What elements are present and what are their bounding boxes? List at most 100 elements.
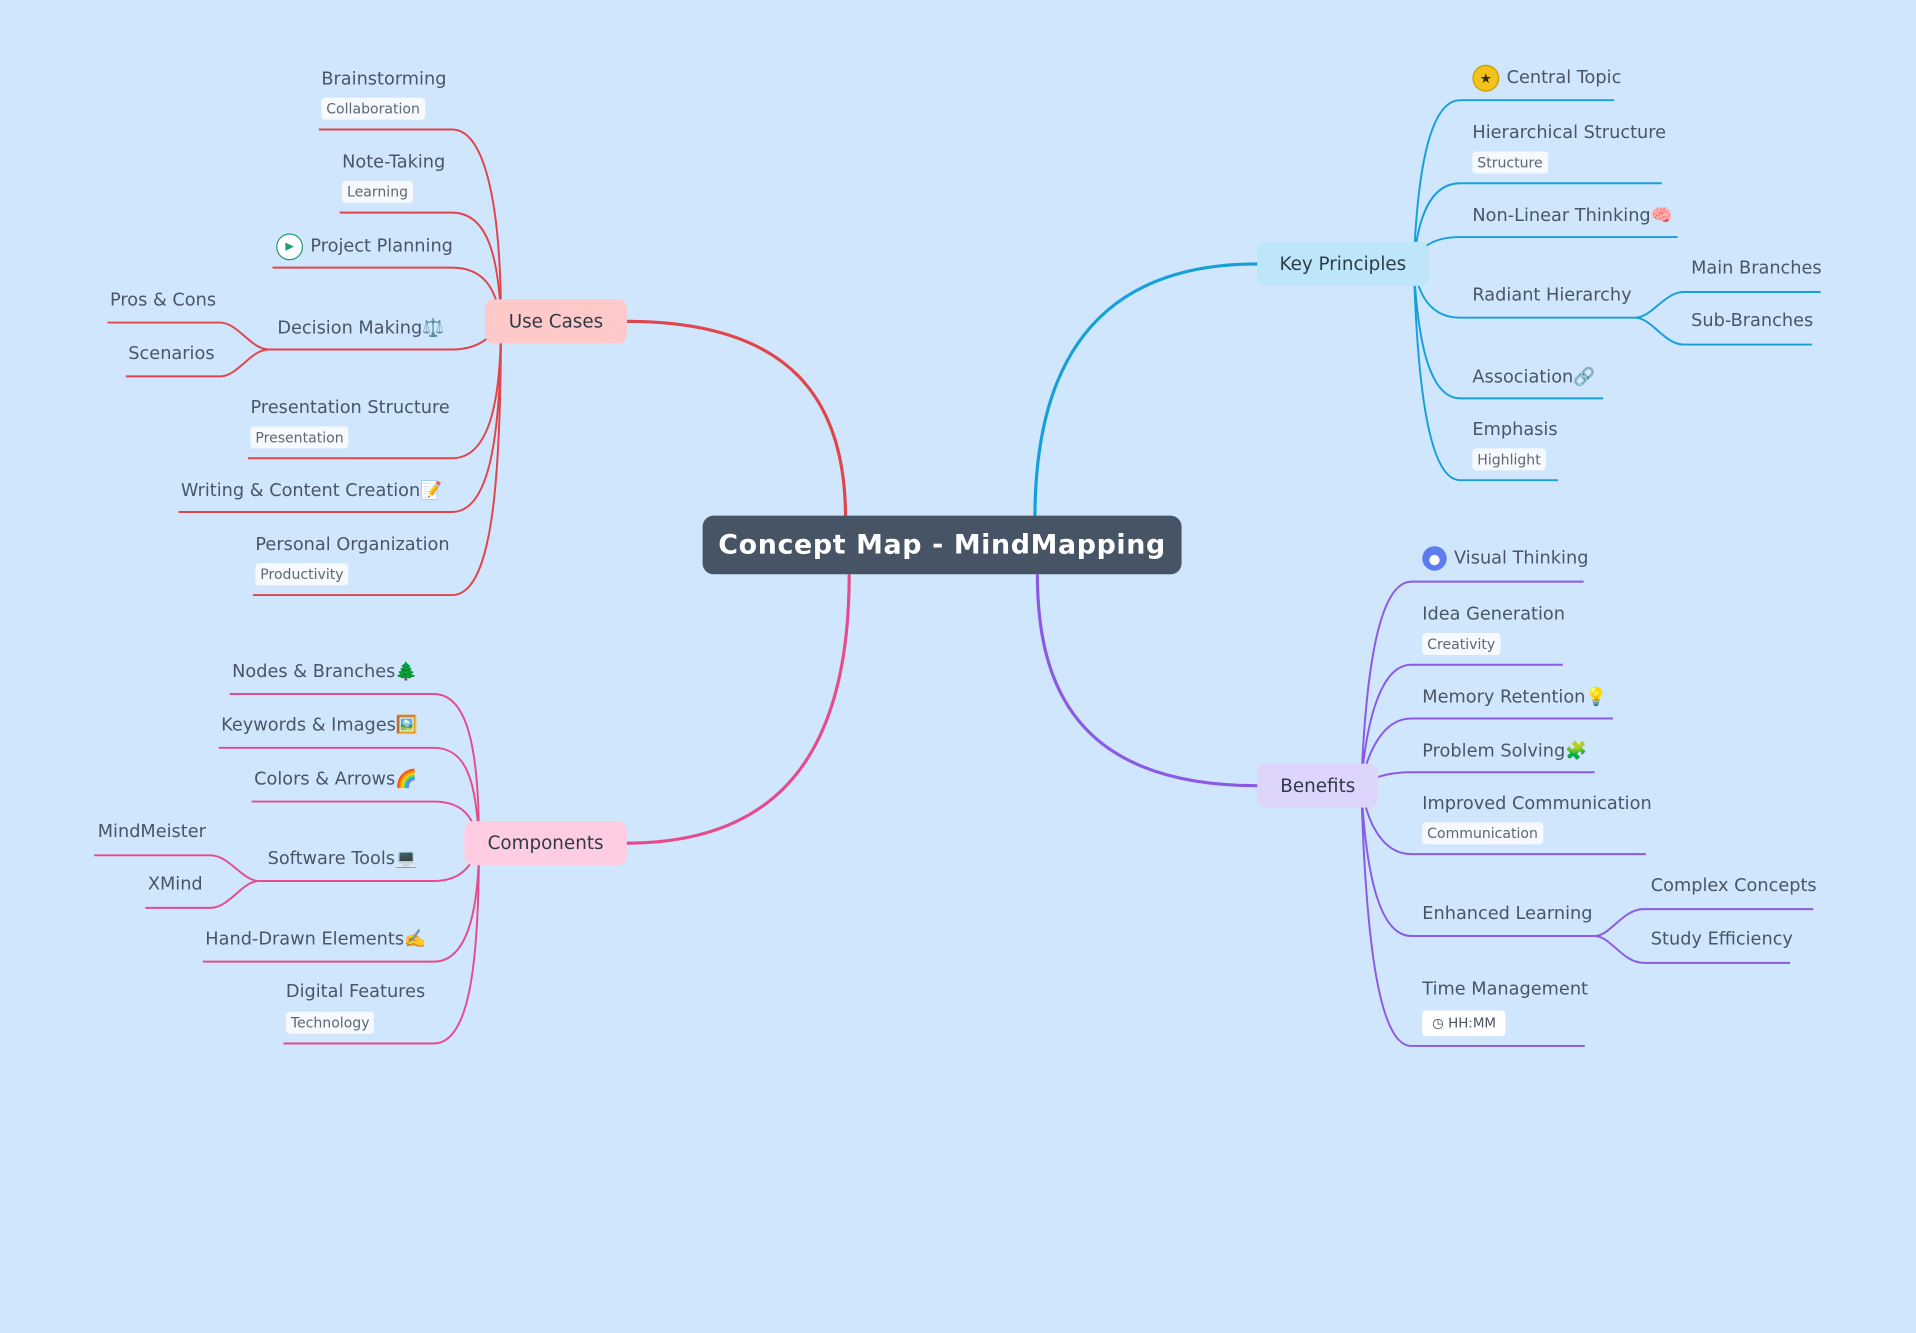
node-problem-solving[interactable]: Problem Solving🧩 bbox=[1422, 740, 1588, 762]
node-study-efficiency[interactable]: Study Efficiency bbox=[1651, 930, 1793, 950]
tag-learning: Learning bbox=[342, 180, 413, 203]
node-main-branches[interactable]: Main Branches bbox=[1691, 259, 1822, 279]
node-pros-cons[interactable]: Pros & Cons bbox=[110, 291, 216, 311]
node-label: Keywords & Images🖼️ bbox=[221, 716, 418, 736]
node-colors-arrows[interactable]: Colors & Arrows🌈 bbox=[254, 769, 417, 790]
node-use-cases[interactable]: Use Cases bbox=[485, 299, 627, 344]
tag-creativity: Creativity bbox=[1422, 632, 1501, 655]
node-components[interactable]: Components bbox=[464, 821, 627, 866]
tag-structure: Structure bbox=[1472, 151, 1548, 174]
node-label: Note-Taking bbox=[342, 152, 446, 173]
central-topic-node[interactable]: Concept Map - MindMapping bbox=[702, 515, 1182, 575]
connector-components bbox=[626, 574, 851, 845]
node-xmind[interactable]: XMind bbox=[148, 875, 203, 895]
node-label: Radiant Hierarchy bbox=[1472, 285, 1632, 306]
node-scenarios[interactable]: Scenarios bbox=[128, 345, 214, 365]
node-software-tools[interactable]: Software Tools💻 bbox=[268, 848, 417, 869]
node-note-taking[interactable]: Note-Taking bbox=[342, 153, 445, 173]
branch-connectors bbox=[94, 99, 1821, 1047]
node-complex-concepts[interactable]: Complex Concepts bbox=[1651, 876, 1817, 896]
node-label: Time Management bbox=[1422, 979, 1589, 1000]
node-label: Presentation Structure bbox=[250, 398, 450, 418]
node-association[interactable]: Association🔗 bbox=[1472, 367, 1595, 388]
node-label: Problem Solving🧩 bbox=[1422, 741, 1588, 762]
node-visual-thinking[interactable]: ● Visual Thinking bbox=[1422, 546, 1589, 571]
node-brainstorming[interactable]: Brainstorming bbox=[321, 70, 446, 90]
node-label: Personal Organization bbox=[255, 535, 450, 555]
node-non-linear-thinking[interactable]: Non-Linear Thinking🧠 bbox=[1472, 205, 1673, 227]
tag-highlight: Highlight bbox=[1472, 448, 1546, 471]
connector-use-cases bbox=[626, 319, 848, 519]
node-central-topic[interactable]: ★ Central Topic bbox=[1472, 64, 1622, 92]
node-label: Decision Making⚖️ bbox=[277, 318, 445, 339]
node-label: Pros & Cons bbox=[109, 290, 217, 311]
node-decision-making[interactable]: Decision Making⚖️ bbox=[277, 318, 444, 339]
tag-communication: Communication bbox=[1422, 822, 1543, 845]
node-label: Hand-Drawn Elements✍️ bbox=[205, 929, 427, 950]
node-digital-features[interactable]: Digital Features bbox=[286, 982, 425, 1002]
node-label: Hierarchical Structure bbox=[1472, 123, 1667, 143]
star-icon: ★ bbox=[1472, 64, 1500, 92]
node-label: Complex Concepts bbox=[1650, 876, 1817, 896]
play-icon: ▶ bbox=[276, 233, 304, 261]
node-radiant-hierarchy[interactable]: Radiant Hierarchy bbox=[1472, 286, 1631, 306]
node-keywords-images[interactable]: Keywords & Images🖼️ bbox=[221, 715, 418, 736]
node-label: Association🔗 bbox=[1472, 367, 1596, 388]
node-benefits[interactable]: Benefits bbox=[1257, 763, 1379, 808]
tag-time-format: ◷ HH:MM bbox=[1422, 1010, 1506, 1037]
node-label: Improved Communication bbox=[1422, 794, 1652, 814]
node-key-principles[interactable]: Key Principles bbox=[1257, 241, 1429, 286]
node-personal-organization[interactable]: Personal Organization bbox=[255, 535, 449, 555]
node-label: Study Efficiency bbox=[1650, 929, 1793, 950]
mind-map-canvas: Concept Map - MindMapping Use Cases Comp… bbox=[94, 64, 1822, 1047]
node-memory-retention[interactable]: Memory Retention💡 bbox=[1422, 687, 1607, 708]
node-label: Project Planning bbox=[310, 237, 453, 257]
tag-presentation: Presentation bbox=[250, 426, 349, 449]
key-principles-label: Key Principles bbox=[1279, 252, 1407, 275]
node-label: Idea Generation bbox=[1422, 604, 1566, 625]
node-time-management[interactable]: Time Management bbox=[1422, 980, 1588, 1000]
node-label: Enhanced Learning bbox=[1422, 904, 1593, 924]
node-sub-branches[interactable]: Sub-Branches bbox=[1691, 312, 1813, 332]
tag-collaboration: Collaboration bbox=[321, 97, 425, 120]
node-label: Visual Thinking bbox=[1454, 548, 1589, 569]
node-label: Sub-Branches bbox=[1691, 311, 1814, 332]
node-label: Brainstorming bbox=[321, 69, 447, 90]
central-topic-label: Concept Map - MindMapping bbox=[718, 529, 1166, 561]
node-label: Software Tools💻 bbox=[267, 849, 418, 869]
user-icon: ● bbox=[1422, 546, 1447, 571]
connector-key-principles bbox=[1033, 262, 1258, 519]
use-cases-label: Use Cases bbox=[508, 310, 604, 333]
node-label: Non-Linear Thinking🧠 bbox=[1472, 206, 1673, 227]
tag-technology: Technology bbox=[285, 1011, 375, 1034]
node-mindmeister[interactable]: MindMeister bbox=[98, 822, 206, 842]
node-idea-generation[interactable]: Idea Generation bbox=[1422, 605, 1565, 625]
node-emphasis[interactable]: Emphasis bbox=[1472, 420, 1557, 440]
node-hierarchical-structure[interactable]: Hierarchical Structure bbox=[1472, 123, 1666, 143]
tag-productivity: Productivity bbox=[255, 563, 349, 586]
clock-icon: ◷ bbox=[1432, 1015, 1449, 1032]
node-label: Nodes & Branches🌲 bbox=[232, 662, 418, 682]
node-label: Colors & Arrows🌈 bbox=[254, 769, 418, 790]
node-label: Central Topic bbox=[1506, 68, 1622, 88]
node-improved-communication[interactable]: Improved Communication bbox=[1422, 794, 1651, 814]
node-hand-drawn-elements[interactable]: Hand-Drawn Elements✍️ bbox=[205, 929, 426, 950]
node-label: Memory Retention💡 bbox=[1422, 687, 1608, 708]
node-label: Digital Features bbox=[285, 982, 426, 1002]
node-writing-content-creation[interactable]: Writing & Content Creation📝 bbox=[181, 480, 442, 501]
node-label: Scenarios bbox=[128, 344, 215, 365]
node-enhanced-learning[interactable]: Enhanced Learning bbox=[1422, 904, 1592, 924]
node-label: XMind bbox=[147, 874, 203, 895]
node-label: MindMeister bbox=[97, 822, 206, 842]
node-label: Writing & Content Creation📝 bbox=[180, 481, 443, 501]
tag-time-label: HH:MM bbox=[1448, 1015, 1497, 1032]
node-presentation-structure[interactable]: Presentation Structure bbox=[250, 398, 449, 418]
node-label: Main Branches bbox=[1691, 259, 1822, 279]
use-cases-branches bbox=[107, 128, 502, 597]
node-label: Emphasis bbox=[1472, 420, 1558, 440]
benefits-label: Benefits bbox=[1280, 774, 1356, 797]
components-label: Components bbox=[487, 832, 604, 855]
node-nodes-branches[interactable]: Nodes & Branches🌲 bbox=[232, 661, 417, 682]
connector-benefits bbox=[1035, 574, 1258, 788]
node-project-planning[interactable]: ▶ Project Planning bbox=[276, 233, 453, 261]
